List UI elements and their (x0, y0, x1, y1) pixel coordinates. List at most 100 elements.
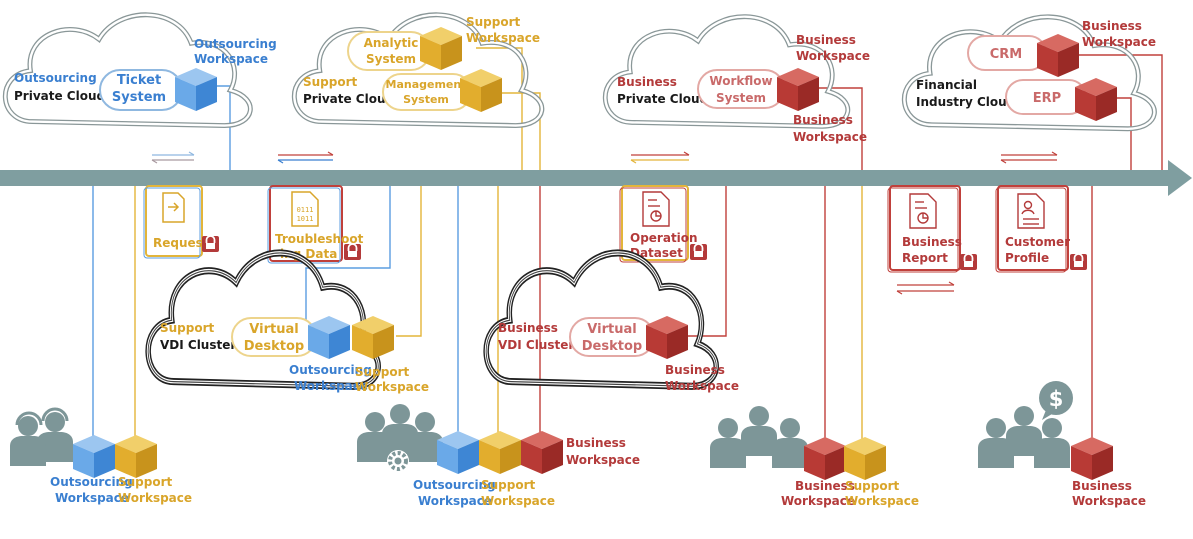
headset-people-icon (10, 407, 73, 466)
ws-top-line1: Business (796, 33, 856, 47)
business-users: Business Workspace Support Workspace (710, 406, 919, 508)
virtual-desktop-line1: Virtual (587, 322, 636, 337)
timeline-arrow (0, 160, 1192, 196)
workflow-system-line1: Workflow (709, 74, 772, 88)
ws-bus-line1: Business (566, 436, 626, 450)
crm-business-cube (1037, 34, 1079, 77)
cloud-name-line1: Business (617, 75, 677, 89)
virtual-desktop-line2: Desktop (582, 339, 642, 354)
outsourcing-workspace-cube (175, 68, 217, 111)
outsourcing-workspace-cube (437, 431, 479, 474)
finance-users: $ Business Workspace (978, 381, 1146, 508)
ws-sup-line2: Workspace (355, 380, 429, 394)
management-system-line2: System (403, 93, 449, 106)
analytic-system-line2: System (366, 52, 416, 66)
lock-icon (343, 243, 362, 261)
financial-industry-cloud: Financial Industry Cloud CRM ERP Busines… (904, 17, 1156, 129)
ws-bus-line1: Business (1072, 479, 1132, 493)
ws-out-line2: Workspace (418, 494, 492, 508)
request-file-icon (162, 192, 185, 223)
support-workspace-cube (115, 435, 157, 478)
ws-bus-line2: Workspace (566, 453, 640, 467)
business-report-line1: Business (902, 235, 962, 249)
business-workspace-cube (804, 437, 846, 480)
profile-file-icon (1017, 193, 1045, 229)
ws-sup-line1: Support (481, 478, 536, 492)
ws-sup-line2: Workspace (845, 494, 919, 508)
lock-icon (201, 235, 220, 253)
ws-top-line2: Workspace (796, 49, 870, 63)
ws-out-line2: Workspace (294, 379, 368, 393)
cloud-name-line1: Outsourcing (14, 71, 97, 85)
cloud-name-line2: Private Cloud (617, 92, 708, 106)
lock-icon (959, 253, 978, 271)
support-workspace-cube (844, 437, 886, 480)
ws-bottom-line2: Workspace (793, 130, 867, 144)
cluster-name-line1: Support (160, 321, 215, 335)
workspace-label-line2: Workspace (466, 31, 540, 45)
svg-text:$: $ (1049, 387, 1064, 411)
cloud-name-line2: Private Cloud (14, 89, 105, 103)
management-support-cube (460, 69, 502, 112)
cluster-name-line2: VDI Cluster (160, 338, 236, 352)
request-document: Request (143, 185, 220, 259)
ws-sup-line2: Workspace (481, 494, 555, 508)
ws-out-line2: Workspace (55, 491, 129, 505)
erp-business-cube (1075, 78, 1117, 121)
support-vdi-cluster: Support VDI Cluster Virtual Desktop Outs… (148, 253, 429, 394)
it-operations-users: Outsourcing Workspace Support Workspace … (357, 404, 640, 508)
business-workspace-cube (1071, 437, 1113, 480)
ws-out-line1: Outsourcing (413, 478, 496, 492)
people-gear-icon (357, 404, 443, 472)
ws-sup-line1: Support (355, 365, 410, 379)
people-group-icon (710, 406, 808, 468)
operation-line2: Dataset (630, 246, 683, 260)
support-workspace-cube (479, 431, 521, 474)
dollar-icon: $ (1039, 381, 1073, 420)
ws-line2: Workspace (665, 379, 739, 393)
outsourcing-support-users: Outsourcing Workspace Support Workspace (10, 407, 192, 505)
virtual-desktop-line2: Desktop (244, 339, 304, 354)
ws-bottom-line1: Business (793, 113, 853, 127)
ws-bus-line1: Business (795, 479, 855, 493)
ws-sup-line1: Support (118, 475, 173, 489)
support-private-cloud: Support Private Cloud Analytic System Ma… (294, 15, 542, 126)
cloud-name-line1: Support (303, 75, 358, 89)
ws-out-line1: Outsourcing (50, 475, 133, 489)
erp-label: ERP (1033, 91, 1061, 106)
ws-bus-line2: Workspace (781, 494, 855, 508)
data-flow-arrows (151, 151, 1058, 295)
binary-file-icon: 0111 1011 (291, 191, 319, 227)
flow-arrow-customer (1000, 151, 1058, 164)
people-group-icon (978, 406, 1070, 468)
business-workspace-cube (646, 316, 688, 359)
business-workspace-cube (521, 431, 563, 474)
operation-line1: Operation (630, 231, 698, 245)
lock-icon (1069, 253, 1088, 271)
management-system-line1: Management (386, 78, 467, 91)
workspace-label-line2: Workspace (194, 52, 268, 66)
cloud-name-line1: Financial (916, 78, 977, 92)
business-workspace-cube (777, 68, 819, 111)
analytic-support-cube (420, 27, 462, 70)
analytic-system-line1: Analytic (364, 36, 419, 50)
outsourcing-workspace-cube (73, 435, 115, 478)
flow-arrow-troubleshooting (277, 151, 334, 164)
cluster-name-line1: Business (498, 321, 558, 335)
ws-line1: Business (665, 363, 725, 377)
business-vdi-cluster: Business VDI Cluster Virtual Desktop Bus… (486, 253, 739, 393)
business-report-line2: Report (902, 251, 948, 265)
support-workspace-cube (352, 316, 394, 359)
connector-lines (92, 47, 1163, 440)
lock-icon (689, 243, 708, 261)
flow-arrow-request (151, 151, 195, 164)
outsourcing-private-cloud: Outsourcing Private Cloud Ticket System … (5, 15, 277, 126)
cloud-name-line2: Private Cloud (303, 92, 394, 106)
troubleshooting-document: 0111 1011 Troubleshoot -ing Data (267, 185, 364, 264)
ws-bus-line2: Workspace (1072, 494, 1146, 508)
customer-profile-line2: Profile (1005, 251, 1049, 265)
ws-out-line1: Outsourcing (289, 363, 372, 377)
workspace-label-line1: Support (466, 15, 521, 29)
operation-dataset-document: Operation Dataset (619, 185, 708, 263)
